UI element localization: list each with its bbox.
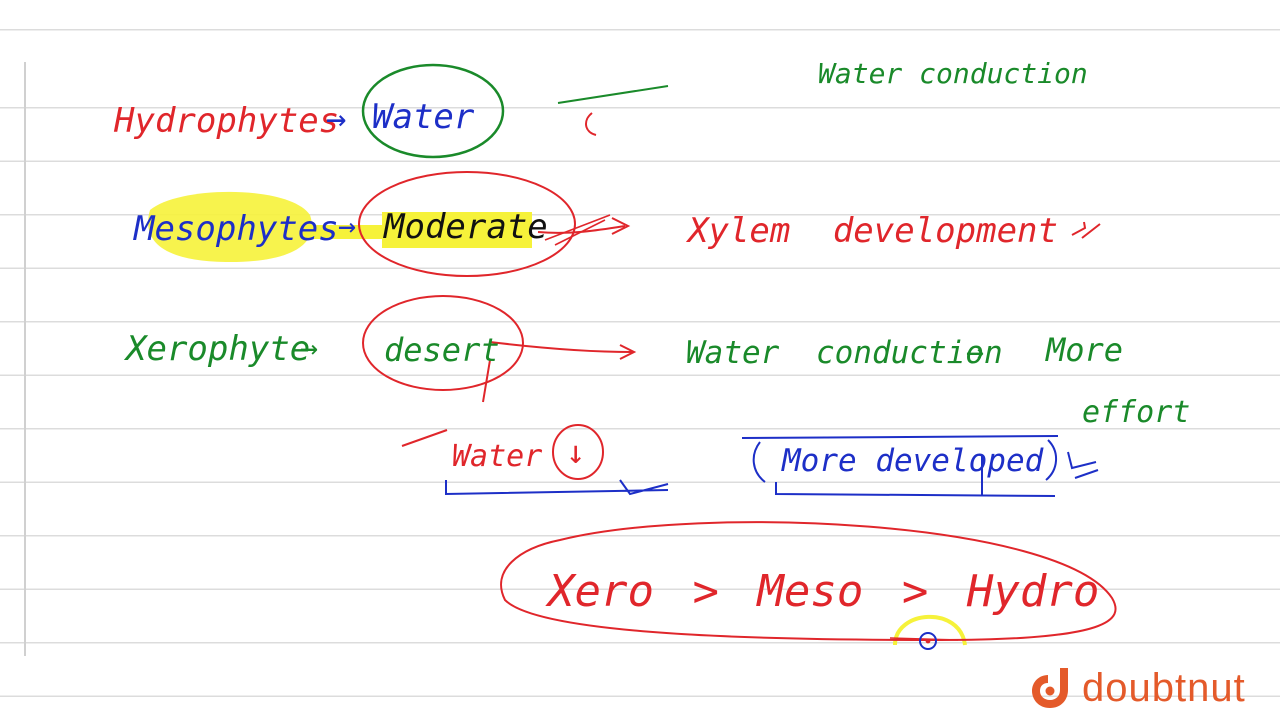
note-summary: Xero > Meso > Hydro [548, 566, 1100, 617]
bracket-more-developed [752, 439, 1057, 483]
arrow-desert-conduction [489, 341, 637, 360]
arrow-row1: → [326, 99, 347, 139]
page-margin-line [24, 62, 26, 656]
oval-summary [500, 521, 1117, 642]
highlight-moderate [382, 212, 532, 248]
arrow-row2: → [338, 209, 357, 244]
note-more-developed: More developed [782, 443, 1044, 479]
note-water-conduction: Water conduction [686, 335, 1003, 371]
summary-dot-line [889, 637, 959, 641]
doubtnut-logo-icon [1032, 668, 1068, 708]
note-hydrophytes: Hydrophytes [114, 101, 340, 141]
note-more: More [1046, 331, 1124, 369]
note-mesophytes: Mesophytes [134, 209, 339, 249]
brand-name: doubtnut [1082, 665, 1246, 710]
tick-more-developed [1067, 451, 1099, 479]
tick-row1 [557, 85, 669, 104]
arrow-row3-b: → [966, 335, 985, 370]
underline-water [445, 479, 669, 496]
arrow-moderate-xylem [537, 217, 631, 235]
circle-water [361, 63, 505, 159]
note-xerophyte: Xerophyte [126, 329, 311, 369]
note-effort: effort [1082, 395, 1191, 430]
tick-xylem [1071, 221, 1101, 239]
note-xylem-development: Xylem development [688, 211, 1058, 251]
brand-watermark: doubtnut [1026, 664, 1246, 712]
cursor-dot [919, 632, 937, 650]
circle-desert [362, 295, 524, 391]
note-moderate: Moderate [384, 207, 548, 247]
highlight-mesophytes [148, 191, 312, 262]
highlight-link [300, 225, 390, 239]
circle-moderate [358, 171, 576, 277]
note-top-right: Water conduction [818, 57, 1088, 90]
scribble-moderate [544, 214, 611, 246]
cursor-dot-center [925, 638, 931, 644]
note-desert: desert [384, 331, 500, 369]
circle-down-arrow [552, 424, 604, 480]
arrow-desert-down [482, 359, 491, 403]
down-arrow-icon: ↓ [566, 433, 586, 471]
note-water-row1: Water [372, 97, 475, 137]
bracket-row1 [585, 112, 597, 136]
note-water-row4: Water [452, 439, 543, 474]
underline-more-developed [741, 435, 1059, 497]
arrow-row3: → [300, 331, 319, 366]
dash-water [401, 429, 448, 447]
highlight-dot [893, 614, 967, 646]
